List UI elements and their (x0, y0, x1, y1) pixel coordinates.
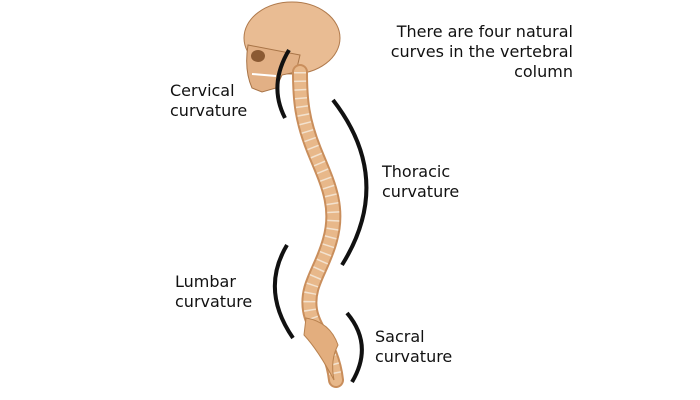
label-line: curvature (375, 347, 453, 366)
caption-line: There are four natural (396, 22, 573, 41)
label-line: curvature (170, 101, 248, 120)
sacral-arc (345, 311, 364, 384)
cervical-arc (275, 48, 291, 119)
skull (243, 1, 341, 93)
thoracic-arc (331, 98, 369, 267)
lumbar-label: Lumbar curvature (175, 272, 252, 312)
cervical-label: Cervical curvature (170, 81, 247, 121)
thoracic-label: Thoracic curvature (382, 162, 459, 202)
label-line: Lumbar (175, 272, 236, 291)
label-line: Thoracic (382, 162, 451, 181)
label-line: curvature (382, 182, 460, 201)
sacral-label: Sacral curvature (375, 327, 452, 367)
caption-line: column (514, 62, 573, 81)
sacrum (303, 317, 339, 381)
label-line: Cervical (170, 81, 235, 100)
label-line: curvature (175, 292, 253, 311)
diagram-caption: There are four natural curves in the ver… (391, 22, 573, 82)
label-line: Sacral (375, 327, 425, 346)
lumbar-arc (272, 243, 295, 340)
caption-line: curves in the vertebral (390, 42, 573, 61)
